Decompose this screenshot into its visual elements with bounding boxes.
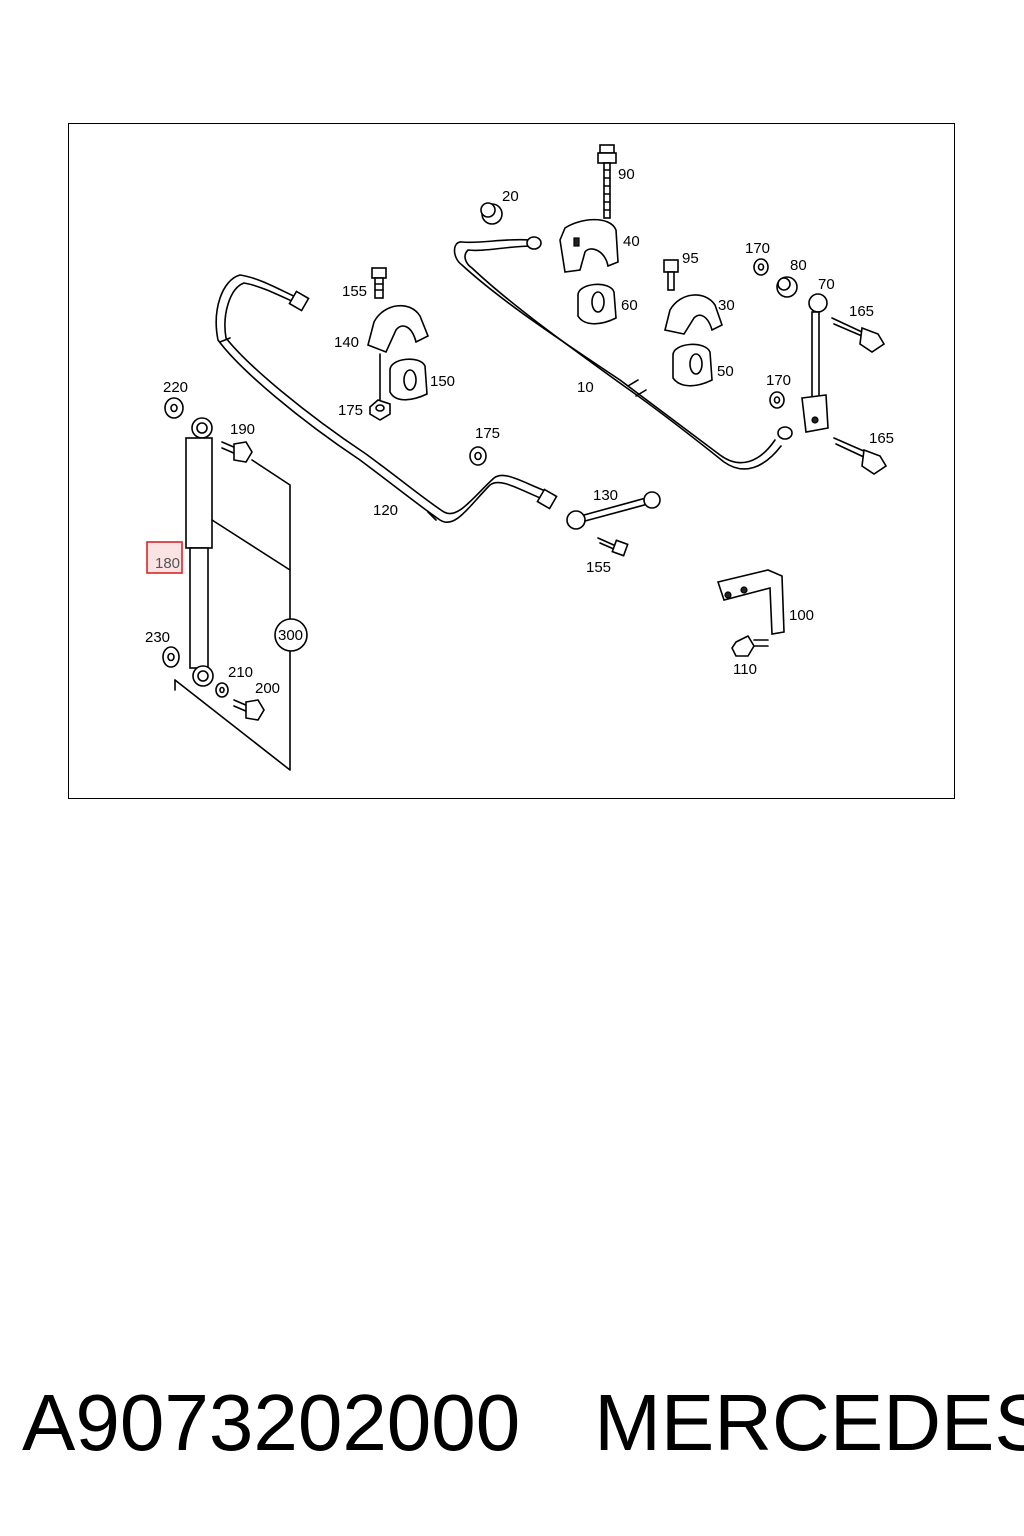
- callout-210: 210: [228, 664, 253, 681]
- callout-80: 80: [790, 257, 807, 274]
- bolt-155-top: [371, 267, 387, 299]
- callout-175-center: 175: [475, 425, 500, 442]
- callout-150: 150: [430, 373, 455, 390]
- callout-300: 300: [278, 627, 303, 644]
- callout-190: 190: [230, 421, 255, 438]
- callout-170-top: 170: [745, 240, 770, 257]
- callout-90: 90: [618, 166, 635, 183]
- callout-130: 130: [593, 487, 618, 504]
- nut-175-left: [369, 399, 391, 421]
- highlight-box-180: [146, 541, 183, 574]
- callout-170-mid: 170: [766, 372, 791, 389]
- washer-220: [164, 397, 184, 419]
- callout-165-top: 165: [849, 303, 874, 320]
- exploded-parts-diagram: 90 20 40 95 170 80 70 155 60 30 165 140 …: [145, 144, 894, 771]
- bushing-150: [389, 358, 428, 401]
- bolt-190: [221, 441, 253, 463]
- part-number: A9073202000: [22, 1378, 521, 1467]
- callout-180[interactable]: 180: [155, 555, 180, 572]
- shock-absorber-180: [185, 417, 214, 687]
- callout-30: 30: [718, 297, 735, 314]
- callout-95: 95: [682, 250, 699, 267]
- washer-170-mid: [769, 391, 785, 409]
- callout-175-left: 175: [338, 402, 363, 419]
- callout-220: 220: [163, 379, 188, 396]
- brand-name: MERCEDES: [594, 1378, 1024, 1467]
- washer-210: [215, 682, 229, 698]
- callout-40: 40: [623, 233, 640, 250]
- callout-labels: 90 20 40 95 170 80 70 155 60 30 165 140 …: [145, 166, 894, 697]
- callout-100: 100: [789, 607, 814, 624]
- callout-230: 230: [145, 629, 170, 646]
- stabilizer-bar-10: [453, 236, 793, 470]
- bolt-165-bottom: [833, 437, 888, 475]
- callout-70: 70: [818, 276, 835, 293]
- bolt-200: [233, 699, 265, 721]
- bolt-110: [731, 634, 769, 657]
- stabilizer-bar-120: [215, 274, 558, 523]
- callout-155-bottom: 155: [586, 559, 611, 576]
- bolt-95: [663, 259, 679, 291]
- callout-120: 120: [373, 502, 398, 519]
- bushing-20: [480, 202, 503, 225]
- rubber-mount-50: [672, 343, 713, 387]
- callout-60: 60: [621, 297, 638, 314]
- bolt-90: [597, 144, 617, 219]
- link-70: [801, 293, 829, 433]
- callout-20: 20: [502, 188, 519, 205]
- footer-caption: A9073202000 MERCEDES: [22, 1368, 1024, 1478]
- callout-10: 10: [577, 379, 594, 396]
- kit-300-leader-lines: [174, 459, 308, 771]
- clamp-30: [664, 294, 723, 335]
- washer-230: [162, 646, 180, 668]
- bushing-80: [776, 276, 798, 298]
- bolt-155-bottom: [597, 537, 629, 557]
- washer-170-top: [753, 258, 769, 276]
- callout-50: 50: [717, 363, 734, 380]
- rubber-mount-60: [577, 283, 617, 325]
- callout-140: 140: [334, 334, 359, 351]
- callout-110: 110: [733, 661, 757, 678]
- diagram-frame: [68, 123, 955, 799]
- clamp-140: [367, 304, 430, 401]
- bracket-100: [716, 569, 785, 635]
- callout-165-bottom: 165: [869, 430, 894, 447]
- clamp-40: [559, 218, 619, 273]
- bolt-165-top: [831, 317, 886, 353]
- callout-200: 200: [255, 680, 280, 697]
- link-130: [566, 491, 661, 530]
- nut-175-center: [469, 446, 487, 466]
- callout-155-top: 155: [342, 283, 367, 300]
